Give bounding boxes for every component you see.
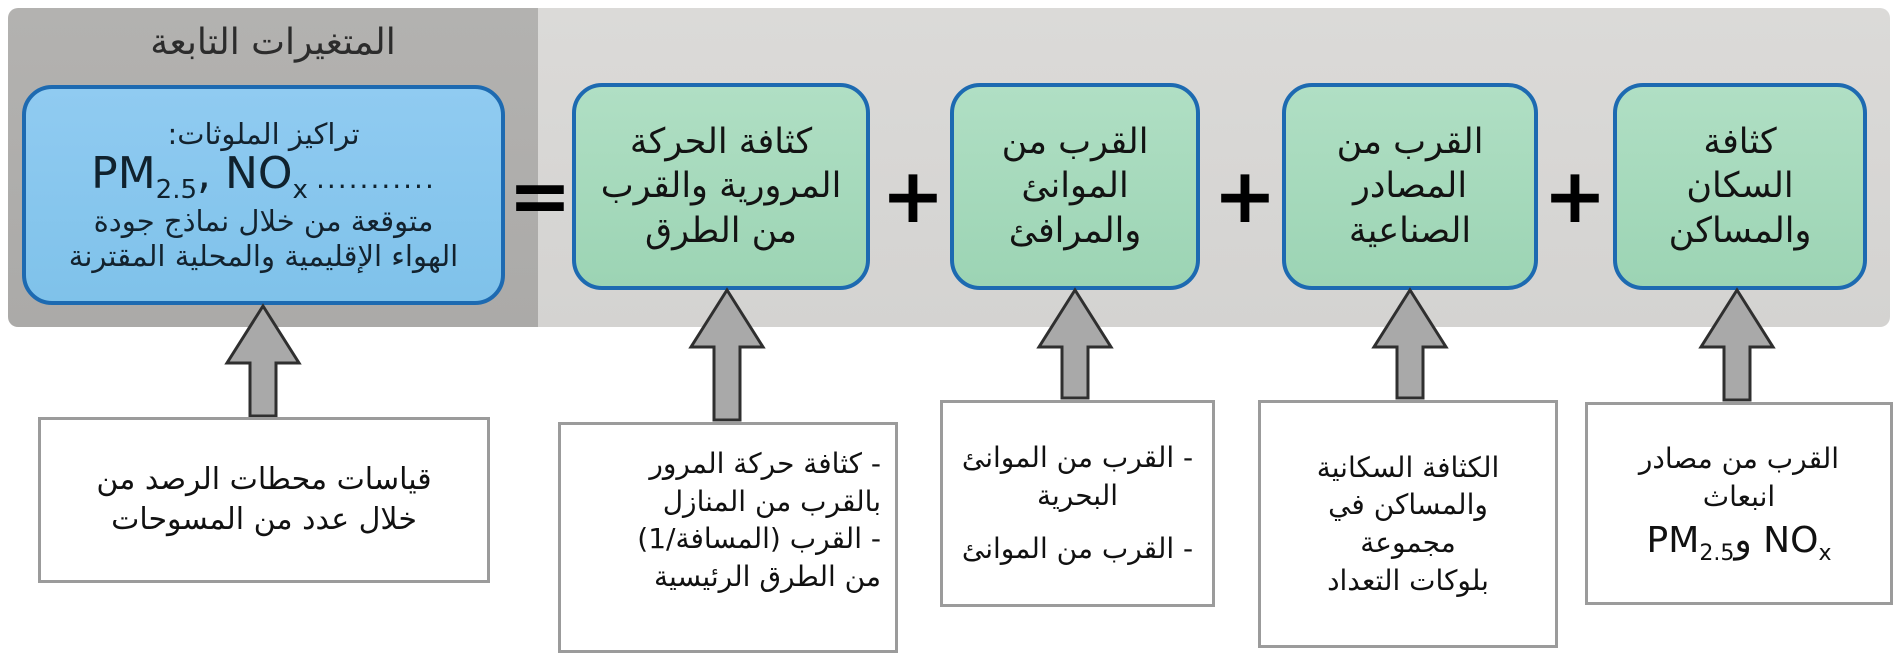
source-line: والمساكن في	[1328, 488, 1488, 522]
source-line: بالقرب من المنازل	[662, 484, 881, 518]
source-line: من الطرق الرئيسية	[653, 559, 881, 593]
plus-sign-1: +	[881, 151, 945, 240]
source-ports-box: - القرب من الموانئ البحرية - القرب من ال…	[940, 400, 1215, 607]
source-monitoring-box: قياسات محطات الرصد من خلال عدد من المسوح…	[38, 417, 490, 583]
term-line: من الطرق	[644, 210, 798, 251]
term-line: والمساكن	[1668, 210, 1812, 251]
ellipsis-dots: ...........	[315, 162, 436, 196]
equals-sign: =	[508, 151, 572, 240]
plus-sign-2: +	[1213, 151, 1277, 240]
source-line: - القرب من الموانئ	[961, 441, 1194, 475]
pollutant-box-line3: متوقعة من خلال نماذج جودة	[93, 204, 434, 239]
term-line: القرب من	[1336, 122, 1484, 163]
source-line: مجموعة	[1360, 526, 1456, 559]
term-line: كثافة الحركة	[629, 122, 813, 163]
source-line: - كثافة حركة المرور	[649, 447, 881, 480]
no-subscript: x	[292, 175, 308, 206]
term-industrial-sources-box: القرب من المصادر الصناعية	[1282, 83, 1538, 290]
source-emissions-box: القرب من مصادر انبعاث PM2.5و NOx	[1585, 402, 1893, 605]
source-line: - القرب (1/المسافة)	[561, 520, 895, 558]
plus-sign-3: +	[1543, 151, 1607, 240]
source-line: القرب من مصادر	[1638, 442, 1840, 476]
no-subscript: x	[1818, 541, 1832, 567]
term-traffic-density-box: كثافة الحركة المرورية والقرب من الطرق	[572, 83, 870, 290]
pm-label: PM	[91, 148, 156, 200]
pollutant-formula: PM2.5, NOx...........	[91, 151, 436, 204]
source-line: انبعاث	[1702, 479, 1776, 513]
term-ports-proximity-box: القرب من الموانئ والمرافئ	[950, 83, 1200, 290]
pm-subscript: 2.5	[1699, 541, 1735, 567]
term-line: والمرافئ	[1008, 210, 1142, 251]
source-line: البحرية	[1036, 478, 1119, 512]
pollutant-concentrations-box: تراكيز الملوثات: PM2.5, NOx........... م…	[22, 85, 505, 305]
up-arrow-icon	[1036, 287, 1114, 400]
pm-label: PM	[1646, 520, 1700, 562]
proximity-label: - القرب	[780, 522, 881, 556]
term-line: القرب من	[1001, 122, 1149, 163]
source-line: - القرب من الموانئ	[961, 532, 1194, 566]
term-line: الصناعية	[1348, 210, 1472, 251]
source-line: خلال عدد من المسوحات	[111, 502, 417, 537]
pollutant-box-line4: الهواء الإقليمية والمحلية المقترنة	[68, 238, 459, 273]
and-conjunction: و	[1734, 520, 1752, 562]
up-arrow-icon	[1698, 287, 1776, 402]
inverse-distance-formula: (1/المسافة)	[637, 522, 781, 556]
source-line: الكثافة السكانية	[1316, 450, 1500, 484]
emissions-formula: PM2.5و NOx	[1647, 521, 1832, 566]
up-arrow-icon	[224, 303, 302, 418]
source-line: قياسات محطات الرصد من	[96, 461, 432, 497]
term-population-density-box: كثافة السكان والمساكن	[1613, 83, 1867, 290]
dependent-variables-title: المتغيرات التابعة	[150, 22, 396, 63]
term-line: السكان	[1686, 166, 1794, 207]
source-traffic-box: - كثافة حركة المرور بالقرب من المنازل - …	[558, 422, 898, 653]
no-label: NO	[1763, 520, 1819, 562]
separator: ,	[197, 148, 225, 200]
source-census-box: الكثافة السكانية والمساكن في مجموعة بلوك…	[1258, 400, 1558, 648]
pm-subscript: 2.5	[155, 175, 198, 206]
up-arrow-icon	[688, 287, 766, 422]
term-line: الموانئ	[1021, 166, 1129, 207]
no-label: NO	[225, 148, 293, 200]
source-line: بلوكات التعداد	[1327, 563, 1489, 597]
up-arrow-icon	[1371, 287, 1449, 400]
term-line: كثافة	[1703, 122, 1777, 163]
term-line: المرورية والقرب	[600, 166, 842, 207]
term-line: المصادر	[1352, 166, 1468, 207]
pollutant-box-line1: تراكيز الملوثات:	[167, 117, 360, 152]
